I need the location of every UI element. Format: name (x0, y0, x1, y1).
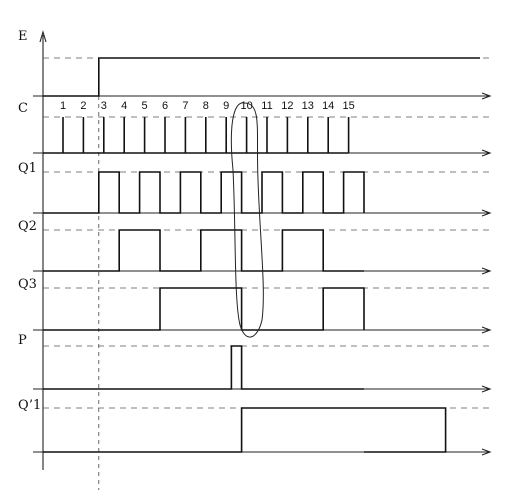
clock-number: 13 (302, 100, 314, 112)
signal-label-e: E (18, 29, 28, 44)
waveform-q3 (43, 287, 365, 331)
waveform-e (43, 57, 480, 97)
clock-number: 10 (240, 100, 252, 112)
axis-arrow (39, 30, 47, 43)
clock-number: 14 (322, 100, 334, 112)
waveform-q2 (43, 229, 364, 272)
clock-number: 4 (121, 100, 127, 112)
signal-label-p: P (18, 333, 27, 348)
clock-number: 1 (60, 100, 66, 112)
waveform-q1p (43, 407, 447, 453)
signal-label-q1p: Q’1 (18, 398, 41, 413)
baseline-arrow (481, 326, 492, 334)
baseline-arrow (481, 448, 492, 456)
baseline-arrow (481, 149, 492, 157)
baseline-arrow (481, 209, 492, 217)
signal-label-c: C (18, 101, 28, 116)
waveforms (43, 57, 480, 453)
clock-number: 2 (80, 100, 86, 112)
signal-label-q1: Q1 (18, 161, 37, 176)
signal-label-q2: Q2 (18, 219, 37, 234)
waveform-p (43, 345, 364, 390)
waveform-c (43, 117, 350, 154)
clock-number: 7 (182, 100, 188, 112)
clock-number: 9 (223, 100, 229, 112)
baseline-arrow (481, 267, 492, 275)
clock-number: 6 (162, 100, 168, 112)
clock-number: 11 (261, 100, 272, 112)
clock-number: 8 (203, 100, 209, 112)
waveform-q1 (43, 171, 365, 214)
baseline-arrow (481, 385, 492, 393)
clock-number: 5 (142, 100, 148, 112)
clock-number: 15 (342, 100, 354, 112)
signal-label-q3: Q3 (18, 277, 37, 292)
clock-number: 3 (101, 100, 107, 112)
clock-number: 12 (281, 100, 293, 112)
highlight-loop (230, 102, 264, 338)
baseline-arrow (481, 92, 492, 100)
